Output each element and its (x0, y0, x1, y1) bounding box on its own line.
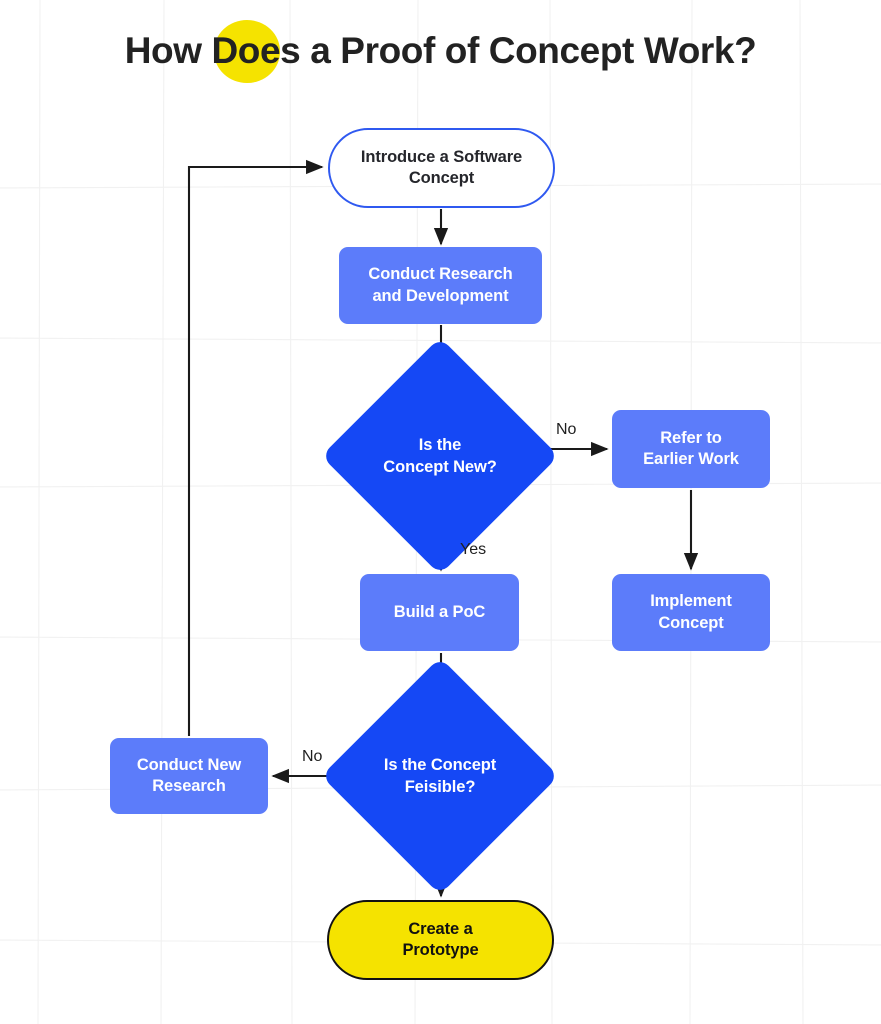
node-conduct-research[interactable]: Conduct Research and Development (339, 247, 542, 324)
node-conduct-new-research-line1: Conduct New (136, 755, 242, 774)
node-refer-earlier-work-line1: Refer to (660, 428, 722, 447)
node-create-prototype-line1: Create a (408, 919, 473, 938)
node-introduce-concept-line1: Introduce a Software (360, 147, 523, 166)
node-build-poc-line1: Build a PoC (393, 602, 486, 621)
node-implement-concept[interactable]: Implement Concept (612, 574, 770, 651)
node-conduct-new-research[interactable]: Conduct New Research (110, 738, 268, 814)
node-create-prototype-line2: Prototype (402, 941, 479, 959)
node-is-concept-feisible-line1: Is the Concept (383, 755, 497, 774)
edge-feedback-loop (187, 159, 324, 736)
node-is-concept-feisible-label: Is the Concept Feisible? (356, 692, 524, 860)
node-implement-concept-line1: Implement (650, 592, 732, 611)
node-build-poc[interactable]: Build a PoC (360, 574, 519, 651)
node-refer-earlier-work[interactable]: Refer to Earlier Work (612, 410, 770, 488)
node-is-concept-feisible[interactable]: Is the Concept Feisible? (321, 657, 559, 895)
node-conduct-new-research-line2: Research (152, 777, 226, 795)
node-is-concept-new-label: Is the Concept New? (356, 372, 524, 540)
edge-label-yes-concept-new: Yes (460, 541, 487, 558)
node-introduce-concept-line2: Concept (408, 169, 475, 187)
node-introduce-concept[interactable]: Introduce a Software Concept (328, 128, 555, 208)
node-conduct-research-line1: Conduct Research (368, 265, 513, 284)
edge-label-no-concept-new: No (556, 421, 577, 438)
node-conduct-research-line2: and Development (372, 286, 509, 305)
node-is-concept-new-line1: Is the (418, 435, 462, 454)
node-is-concept-feisible-line2: Feisible? (404, 778, 476, 796)
node-create-prototype[interactable]: Create a Prototype (327, 900, 554, 980)
page-title-text: How Does a Proof of Concept Work? (124, 30, 757, 71)
page-title: How Does a Proof of Concept Work? (0, 19, 881, 83)
node-refer-earlier-work-line2: Earlier Work (643, 450, 739, 468)
node-is-concept-new[interactable]: Is the Concept New? (321, 337, 559, 575)
node-implement-concept-line2: Concept (658, 613, 724, 632)
node-is-concept-new-line2: Concept New? (383, 458, 497, 476)
edge-label-no-concept-feisible: No (302, 748, 323, 765)
